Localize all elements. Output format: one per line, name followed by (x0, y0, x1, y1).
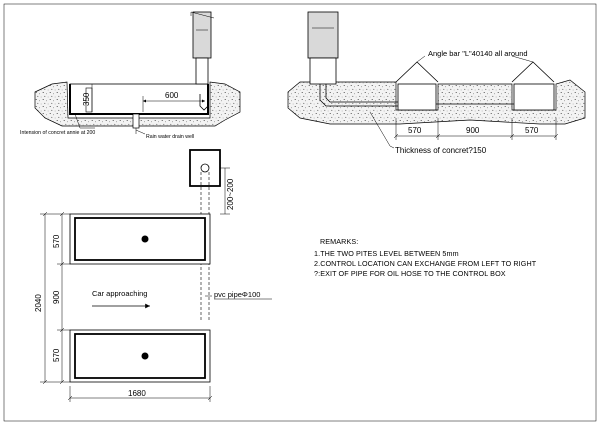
side-section-view: 600 350 Intension of concret annie at 20… (20, 11, 241, 140)
front-column (307, 11, 339, 59)
dim-front-mid: 900 (466, 126, 480, 135)
dim-plan-top: 570 (52, 234, 61, 248)
drain-well (132, 113, 140, 129)
remark-item-3: ?:EXIT OF PIPE FOR OIL HOSE TO THE CONTR… (314, 269, 506, 278)
pvc-pipe-label: pvc pipeΦ100 (214, 290, 260, 299)
plan-view: 200~200 2040 570 900 570 1680 Car approa… (34, 149, 272, 402)
plan-pit-bottom-hole (141, 352, 149, 360)
dim-plan-total: 2040 (34, 294, 43, 312)
angle-bar-left (395, 61, 439, 83)
remark-item-1: 1.THE TWO PITES LEVEL BETWEEN 5mm (314, 249, 459, 258)
plan-pit-top (69, 213, 211, 265)
dim-plan-width: 1680 (128, 389, 146, 398)
dim-side-600: 600 (165, 91, 179, 100)
ground-concrete-left (34, 81, 241, 127)
plan-pit-bottom (69, 329, 211, 383)
front-section-view: Angle bar "L"40140 all around 570 900 57… (287, 11, 586, 155)
angle-bar-note: Angle bar "L"40140 all around (428, 49, 528, 58)
note-drain-well: Rain water drain well (146, 134, 194, 140)
front-pit-right (513, 83, 555, 111)
remarks-block: REMARKS: 1.THE TWO PITES LEVEL BETWEEN 5… (314, 237, 537, 278)
dim-front-left: 570 (408, 126, 422, 135)
dim-plan-gap: 900 (52, 290, 61, 304)
side-column (192, 11, 212, 59)
side-pit (69, 83, 209, 115)
dim-front-right: 570 (525, 126, 539, 135)
angle-bar-right (511, 61, 555, 83)
note-concrete-intension: Intension of concret annie at 200 (20, 130, 95, 136)
dim-box-offset: 200~200 (226, 178, 235, 210)
dim-plan-bottom: 570 (52, 348, 61, 362)
front-pit-left (397, 83, 437, 111)
remark-item-2: 2.CONTROL LOCATION CAN EXCHANGE FROM LEF… (314, 259, 537, 268)
dim-side-depth: 350 (82, 92, 91, 106)
thickness-note: Thickness of concret?150 (395, 146, 487, 155)
remarks-title: REMARKS: (320, 237, 358, 246)
drawing-frame (3, 3, 597, 422)
front-pipe (319, 84, 398, 107)
plan-pit-top-hole (141, 235, 149, 243)
car-approaching-label: Car approaching (92, 289, 147, 298)
